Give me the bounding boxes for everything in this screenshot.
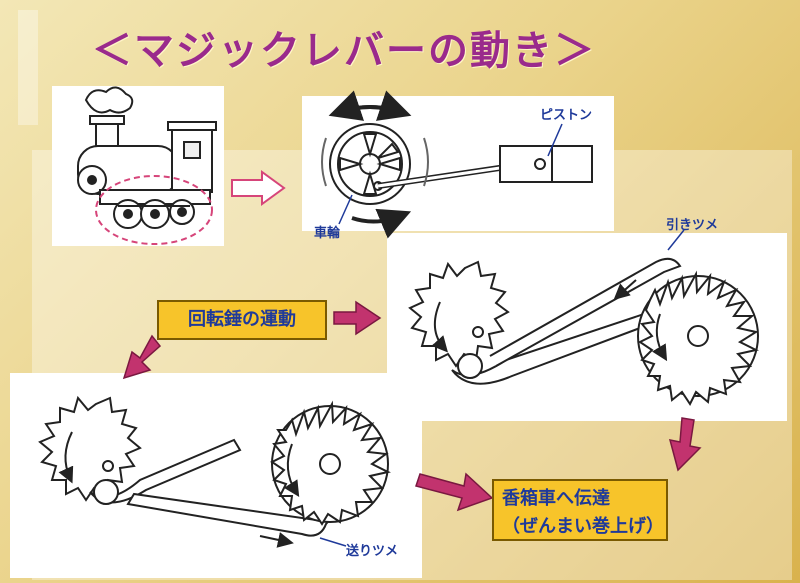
arrow-down-right bbox=[668, 417, 702, 472]
pendulum-motion-box: 回転錘の運動 bbox=[157, 300, 327, 340]
arrow-to-lower-gears bbox=[122, 334, 162, 380]
upper-ratchet-wheel bbox=[408, 260, 510, 368]
page-title: ＜マジックレバーの動き＞ bbox=[92, 28, 596, 74]
arrow-to-barrel bbox=[415, 472, 494, 512]
arrow-to-upper-gears bbox=[333, 300, 382, 336]
flow-arrows bbox=[122, 300, 702, 512]
transmission-line2: （ぜんまい巻上げ） bbox=[502, 516, 664, 537]
wheel-piston-illustration bbox=[321, 90, 593, 239]
transmission-box: 香箱車へ伝達 （ぜんまい巻上げ） bbox=[492, 479, 668, 541]
lower-gear-illustration bbox=[38, 395, 391, 548]
lower-ratchet-wheel bbox=[38, 395, 142, 502]
outline-arrow-icon bbox=[231, 170, 286, 206]
feed-pawl-label: 送りツメ bbox=[346, 544, 399, 559]
transmission-line1: 香箱車へ伝達 bbox=[502, 488, 610, 509]
wheel-label: 車輪 bbox=[314, 226, 341, 241]
wheel-highlight-ellipse bbox=[95, 175, 213, 245]
piston-label: ピストン bbox=[540, 108, 593, 123]
background-panel bbox=[18, 10, 38, 125]
pendulum-motion-text: 回転錘の運動 bbox=[188, 309, 296, 330]
pull-pawl-label: 引きツメ bbox=[666, 218, 719, 233]
upper-gear-illustration bbox=[408, 229, 759, 406]
locomotive-illustration bbox=[77, 86, 217, 229]
